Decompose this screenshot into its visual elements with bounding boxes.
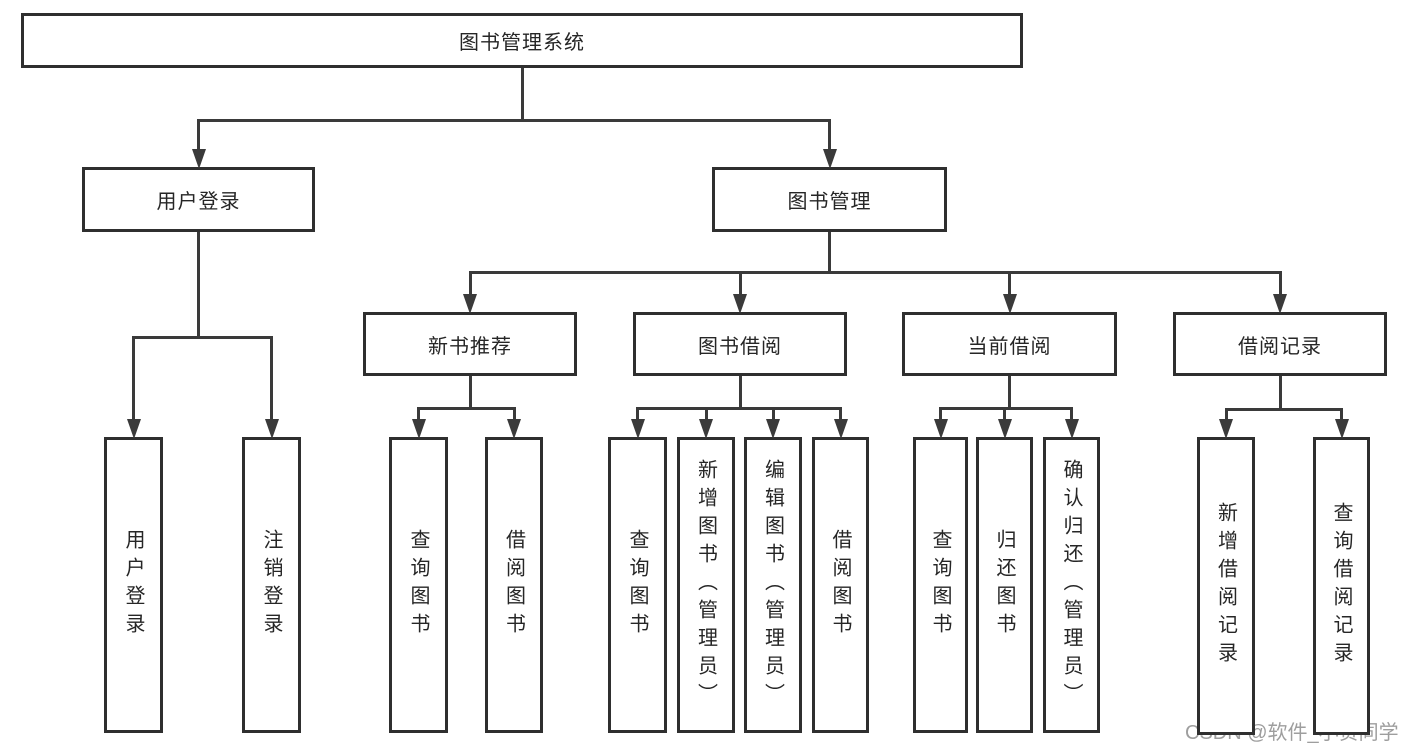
arrow-icon-login-op xyxy=(126,419,141,439)
node-user-login-label: 用户登录 xyxy=(156,191,241,213)
node-nb-borrow-label: 借阅图书 xyxy=(502,529,525,641)
arrow-icon-bb-edit xyxy=(766,419,780,439)
node-new-book: 新书推荐 xyxy=(363,312,577,376)
edge-drop-login-op xyxy=(132,336,135,421)
node-bb-add: 新增图书（管理员） xyxy=(677,437,735,733)
arrow-icon-book-borrow xyxy=(733,294,747,314)
arrow-icon-new-book xyxy=(463,294,477,314)
edge-drop-new-book xyxy=(468,271,472,296)
arrow-icon-cb-query xyxy=(933,419,948,439)
arrow-icon-nb-borrow xyxy=(507,419,521,439)
edge-stub-book-borrow xyxy=(738,376,742,410)
arrow-icon-bb-add xyxy=(699,419,713,439)
edge-stub-root xyxy=(520,68,524,122)
node-book-mgmt: 图书管理 xyxy=(712,167,947,232)
arrow-icon-nb-query xyxy=(411,419,426,439)
edge-drop-cb-confirm xyxy=(1070,407,1073,421)
edge-bar-user-login xyxy=(132,336,273,339)
edge-bar-current-borrow xyxy=(939,407,1073,410)
node-br-add: 新增借阅记录 xyxy=(1197,437,1255,735)
node-cb-confirm: 确认归还（管理员） xyxy=(1043,437,1100,733)
edge-drop-bb-borrow xyxy=(839,407,842,421)
node-bb-query-label: 查询图书 xyxy=(626,529,648,641)
node-cb-confirm-label: 确认归还（管理员） xyxy=(1060,459,1082,711)
node-cb-return: 归还图书 xyxy=(976,437,1033,733)
node-cb-return-label: 归还图书 xyxy=(993,529,1015,641)
node-current-borrow-label: 当前借阅 xyxy=(967,335,1052,358)
arrow-icon-bb-borrow xyxy=(833,419,848,439)
node-bb-borrow-label: 借阅图书 xyxy=(829,529,851,641)
edge-drop-logout-op xyxy=(270,336,273,421)
node-bb-query: 查询图书 xyxy=(608,437,667,733)
edge-stub-current-borrow xyxy=(1008,376,1011,410)
node-user-login: 用户登录 xyxy=(82,167,315,232)
arrow-icon-cb-confirm xyxy=(1064,419,1079,439)
node-bb-borrow: 借阅图书 xyxy=(812,437,869,733)
edge-drop-bb-add xyxy=(704,407,708,421)
edge-drop-book-borrow xyxy=(738,271,742,296)
node-bb-edit: 编辑图书（管理员） xyxy=(744,437,802,733)
edge-drop-br-query xyxy=(1340,408,1343,421)
edge-bar-book-mgmt xyxy=(468,271,1282,274)
edge-drop-bb-query xyxy=(636,407,639,421)
node-bb-edit-label: 编辑图书（管理员） xyxy=(761,459,784,711)
node-borrow-record: 借阅记录 xyxy=(1173,312,1387,376)
edge-drop-current-borrow xyxy=(1008,271,1011,296)
arrow-icon-borrow-record xyxy=(1273,294,1287,314)
arrow-icon-br-add xyxy=(1219,419,1233,439)
node-nb-query: 查询图书 xyxy=(389,437,448,733)
node-borrow-record-label: 借阅记录 xyxy=(1238,335,1322,358)
edge-drop-book-mgmt xyxy=(828,119,831,151)
arrow-icon-user-login xyxy=(191,149,206,169)
node-current-borrow: 当前借阅 xyxy=(902,312,1117,376)
node-cb-query: 查询图书 xyxy=(913,437,968,733)
arrow-icon-current-borrow xyxy=(1002,294,1017,314)
edge-drop-user-login xyxy=(197,119,200,151)
arrow-icon-cb-return xyxy=(997,419,1012,439)
node-bb-add-label: 新增图书（管理员） xyxy=(694,459,717,711)
node-nb-borrow: 借阅图书 xyxy=(485,437,543,733)
arrow-icon-book-mgmt xyxy=(822,149,837,169)
edge-bar-root xyxy=(197,119,831,122)
node-root-label: 图书管理系统 xyxy=(459,32,585,54)
edge-stub-new-book xyxy=(468,376,472,410)
node-nb-query-label: 查询图书 xyxy=(407,529,429,641)
edge-bar-borrow-record xyxy=(1224,408,1343,411)
edge-drop-bb-edit xyxy=(771,407,775,421)
edge-stub-borrow-record xyxy=(1278,376,1282,411)
edge-drop-cb-query xyxy=(939,407,942,421)
edge-drop-nb-query xyxy=(417,407,420,421)
node-new-book-label: 新书推荐 xyxy=(428,335,512,358)
arrow-icon-bb-query xyxy=(630,419,645,439)
node-root: 图书管理系统 xyxy=(21,13,1023,68)
edge-drop-borrow-record xyxy=(1278,271,1282,296)
node-book-borrow-label: 图书借阅 xyxy=(698,335,782,358)
edge-drop-cb-return xyxy=(1003,407,1006,421)
node-logout-op: 注销登录 xyxy=(242,437,301,733)
node-br-query: 查询借阅记录 xyxy=(1313,437,1370,735)
arrow-icon-br-query xyxy=(1334,419,1349,439)
node-login-op-label: 用户登录 xyxy=(122,529,144,641)
edge-bar-new-book xyxy=(417,407,516,410)
node-cb-query-label: 查询图书 xyxy=(929,529,951,641)
edge-stub-book-mgmt xyxy=(828,232,831,274)
node-login-op: 用户登录 xyxy=(104,437,163,733)
node-book-mgmt-label: 图书管理 xyxy=(787,191,872,213)
edge-drop-nb-borrow xyxy=(512,407,516,421)
node-br-add-label: 新增借阅记录 xyxy=(1214,502,1237,670)
arrow-icon-logout-op xyxy=(264,419,279,439)
edge-bar-book-borrow xyxy=(636,407,842,410)
node-book-borrow: 图书借阅 xyxy=(633,312,847,376)
node-br-query-label: 查询借阅记录 xyxy=(1330,502,1352,670)
node-logout-op-label: 注销登录 xyxy=(260,529,282,641)
edge-drop-br-add xyxy=(1224,408,1228,421)
edge-stub-user-login xyxy=(197,232,200,339)
